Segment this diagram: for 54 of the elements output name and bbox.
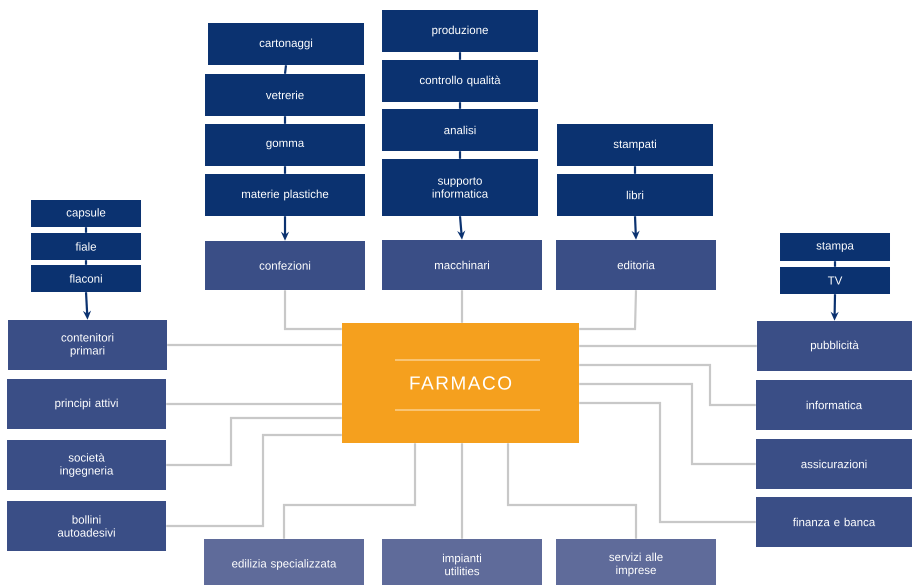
category-box: edilizia specializzata <box>204 539 364 585</box>
connector-line <box>458 52 462 60</box>
category-box: macchinari <box>382 240 542 290</box>
category-box: principi attivi <box>7 379 166 429</box>
connector-line <box>84 227 88 233</box>
item-box: flaconi <box>31 265 141 292</box>
item-box: stampa <box>780 233 890 261</box>
connector-line <box>166 402 342 406</box>
item-box: supporto informatica <box>382 159 538 216</box>
item-box: vetrerie <box>205 74 365 116</box>
connector-line <box>282 443 416 539</box>
connector-line <box>284 290 342 330</box>
connector-line <box>284 65 288 74</box>
connector-line <box>84 260 88 265</box>
connector-line <box>166 434 342 528</box>
category-box: confezioni <box>205 241 365 290</box>
item-box: libri <box>557 174 713 216</box>
item-box: gomma <box>205 124 365 166</box>
category-box: informatica <box>756 380 912 430</box>
connector-line <box>284 166 286 174</box>
category-box: impianti utilities <box>382 539 542 585</box>
connector-line <box>579 402 756 524</box>
category-box: servizi alle imprese <box>556 539 716 585</box>
connector-line <box>579 364 756 406</box>
central-box: FARMACO <box>342 323 579 443</box>
category-box: bollini autoadesivi <box>7 501 166 551</box>
connector-line <box>284 116 286 124</box>
category-box: contenitori primari <box>8 320 167 370</box>
category-box: assicurazioni <box>756 439 912 489</box>
item-box: fiale <box>31 233 141 260</box>
item-box: analisi <box>382 109 538 151</box>
category-box: editoria <box>556 240 716 290</box>
item-box: produzione <box>382 10 538 52</box>
connector-line <box>166 416 342 466</box>
item-box: controllo qualità <box>382 60 538 102</box>
connector-line <box>460 443 464 539</box>
connector-line <box>634 166 636 174</box>
category-box: società ingegneria <box>7 440 166 490</box>
item-box: materie plastiche <box>205 174 365 216</box>
connector-line <box>458 102 462 109</box>
category-box: pubblicità <box>757 321 912 371</box>
item-box: capsule <box>31 200 141 227</box>
connector-line <box>834 261 836 267</box>
item-box: cartonaggi <box>208 23 364 65</box>
item-box: TV <box>780 267 890 294</box>
connector-line <box>579 344 757 348</box>
category-box: finanza e banca <box>756 497 912 547</box>
connector-line <box>167 344 342 346</box>
connector-line <box>506 443 638 539</box>
connector-line <box>458 151 462 159</box>
connector-line <box>460 290 464 323</box>
connector-line <box>579 290 638 330</box>
connector-line <box>579 382 756 466</box>
item-box: stampati <box>557 124 713 166</box>
